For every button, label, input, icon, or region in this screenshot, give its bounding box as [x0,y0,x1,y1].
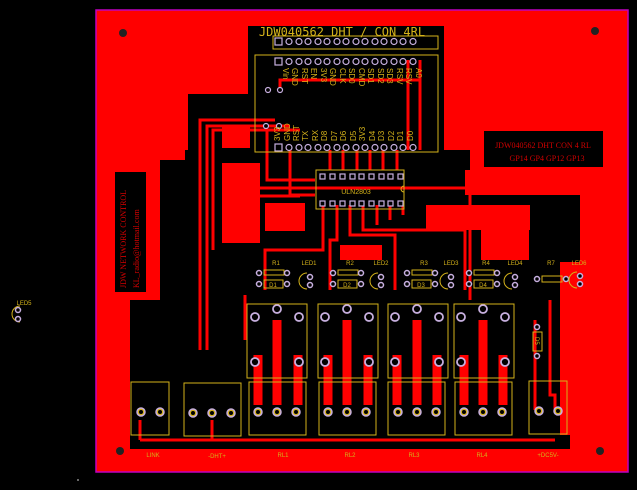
label-rl3: RL3 [408,453,420,459]
label-dht: -DHT+ [208,454,226,460]
svg-text:D5: D5 [533,337,539,345]
svg-text:3V3: 3V3 [273,126,282,141]
svg-text:LED1: LED1 [301,261,317,267]
svg-text:LED4: LED4 [507,261,523,267]
svg-text:EN: EN [309,68,318,79]
svg-text:CLK: CLK [338,68,347,84]
info-label-box [484,131,603,167]
side-label-line2: KL_radio@hotmail.com [132,209,141,288]
svg-text:D2: D2 [387,130,396,141]
mounting-hole-icon [596,447,604,455]
svg-text:R3: R3 [420,261,428,267]
svg-text:RX: RX [311,129,320,141]
esp-top-header-outline [272,35,439,50]
side-label-line1: JDW NETWORK CONTROL [119,190,128,288]
mounting-hole-icon [591,27,599,35]
esp-top-pads [262,37,417,130]
led5-offboard: LED5 [11,301,32,323]
label-rl4: RL4 [476,453,488,459]
driver-group-2: R2 LED2 D2 [329,261,389,290]
svg-text:D8: D8 [320,130,329,141]
svg-text:GND: GND [328,68,337,86]
label-rl1: RL1 [277,453,289,459]
esp-top-pin-labels: Vin GND RST EN 3V3 GND CLK SD0 CMD SD1 S… [281,68,423,86]
svg-text:3V3: 3V3 [358,126,367,141]
svg-text:TX: TX [301,130,310,141]
esp-bottom-pads [274,143,417,152]
terminal-blocks [130,380,568,437]
svg-text:R1: R1 [272,261,280,267]
copper-islands [222,126,580,440]
svg-text:D3: D3 [417,283,425,289]
relay-footprints [246,303,515,379]
svg-text:D5: D5 [349,130,358,141]
driver-group-3: R3 LED3 D3 [403,261,459,290]
svg-text:SD3: SD3 [385,68,394,84]
svg-text:D0: D0 [406,130,415,141]
label-link: LINK [146,453,159,459]
board-title: JDW040562 DHT / CON 4RL [259,25,425,39]
info-label-line1: JDW040562 DHT CON 4 RL [495,141,591,150]
svg-text:LED5: LED5 [16,301,32,307]
svg-text:D6: D6 [339,130,348,141]
connector-labels: LINK -DHT+ RL1 RL2 RL3 RL4 +DC5V- [146,453,558,460]
svg-text:D4: D4 [368,130,377,141]
svg-text:D1: D1 [269,283,277,289]
svg-text:R2: R2 [346,261,354,267]
svg-text:SD0: SD0 [347,68,356,84]
svg-text:RSV: RSV [395,68,404,85]
svg-text:D1: D1 [396,130,405,141]
traces [138,60,557,442]
mounting-hole-icon [119,29,127,37]
svg-text:A0: A0 [414,68,423,78]
svg-text:D7: D7 [330,130,339,141]
svg-text:RST: RST [300,68,309,84]
info-label-line2: GP14 GP4 GP12 GP13 [510,154,585,163]
esp-bottom-pin-labels: 3V3 GND RST TX RX D8 D7 D6 D5 3V3 D4 D3 … [273,123,415,141]
relay-pads [250,304,510,367]
power-led-group: R7 LED6 [533,261,587,289]
label-rl2: RL2 [344,453,356,459]
svg-text:R7: R7 [547,261,555,267]
diode-d5: D5 [532,323,543,360]
svg-text:R4: R4 [482,261,490,267]
esp-module-outline [254,54,439,153]
svg-text:Vin: Vin [281,68,290,79]
svg-text:D3: D3 [377,130,386,141]
svg-text:GND: GND [290,68,299,86]
label-power: +DC5V- [537,453,558,459]
svg-text:SD1: SD1 [366,68,375,84]
side-label-box [115,172,146,292]
svg-text:RST: RST [292,125,301,141]
driver-group-1: R1 LED1 D1 [255,261,317,290]
svg-text:GND: GND [283,123,292,141]
svg-text:D4: D4 [479,283,487,289]
ic-label: ULN2803 [341,189,371,196]
driver-group-4: R4 LED4 D4 [465,261,523,290]
mounting-hole-icon [116,447,124,455]
svg-text:3V3: 3V3 [319,68,328,83]
svg-text:RSV: RSV [404,68,413,85]
svg-text:LED6: LED6 [571,261,587,267]
uln2803-ic: ULN2803 [315,169,405,210]
svg-text:LED2: LED2 [373,261,389,267]
svg-text:D2: D2 [343,283,351,289]
svg-text:CMD: CMD [357,68,366,86]
svg-text:LED3: LED3 [443,261,459,267]
svg-text:SD2: SD2 [376,68,385,84]
